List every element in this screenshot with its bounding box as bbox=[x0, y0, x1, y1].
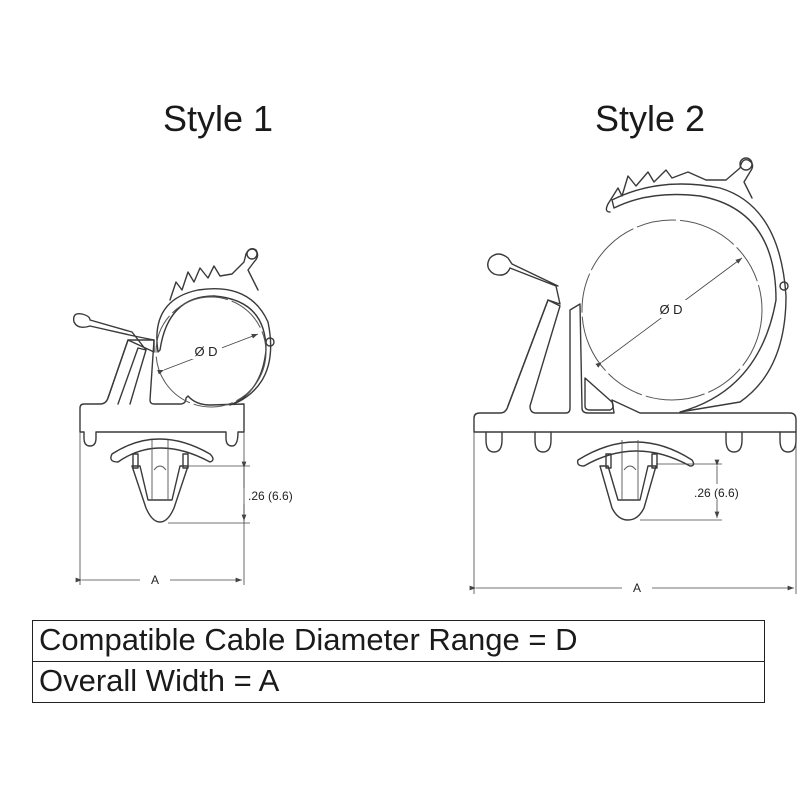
style-1-push-post bbox=[131, 465, 189, 523]
style-1-clamp-ring bbox=[156, 288, 272, 406]
style-2-push-post bbox=[599, 465, 657, 521]
style-2-serrated-teeth bbox=[605, 158, 754, 213]
style-2-base-plate bbox=[473, 299, 797, 433]
style-1-diameter-label: Ø D bbox=[194, 344, 217, 359]
style-2-width-dimension: A bbox=[633, 581, 641, 595]
style-1-title: Style 1 bbox=[162, 98, 274, 139]
style-1-arc-wings bbox=[110, 438, 214, 463]
style-1-height-dimension: .26 (6.6) bbox=[248, 489, 293, 503]
style-2-diameter-label: Ø D bbox=[659, 302, 682, 317]
style-1-width-dimension: A bbox=[151, 573, 159, 587]
style-2-lever-arm bbox=[487, 253, 561, 407]
legend-row-width: Overall Width = A bbox=[33, 661, 764, 702]
style-2-arc-wings bbox=[576, 441, 695, 467]
style-2-clip-drawing: Ø D .26 (6.6) A bbox=[469, 157, 797, 596]
legend-row-diameter: Compatible Cable Diameter Range = D bbox=[39, 622, 578, 657]
style-2-height-dimension: .26 (6.6) bbox=[694, 486, 739, 500]
style-1-cable-circle bbox=[155, 296, 267, 408]
style-1-clip-drawing: Ø D .26 (6.6) A bbox=[72, 247, 293, 588]
style-1-lever-arm bbox=[72, 312, 155, 399]
legend-table: Compatible Cable Diameter Range = D Over… bbox=[32, 620, 765, 703]
style-1-serrated-teeth bbox=[169, 247, 259, 301]
style-2-title: Style 2 bbox=[594, 98, 706, 139]
style-2-clamp-ring bbox=[611, 183, 787, 413]
style-1-base-plate bbox=[79, 339, 245, 447]
style-2-cable-circle bbox=[581, 219, 763, 401]
